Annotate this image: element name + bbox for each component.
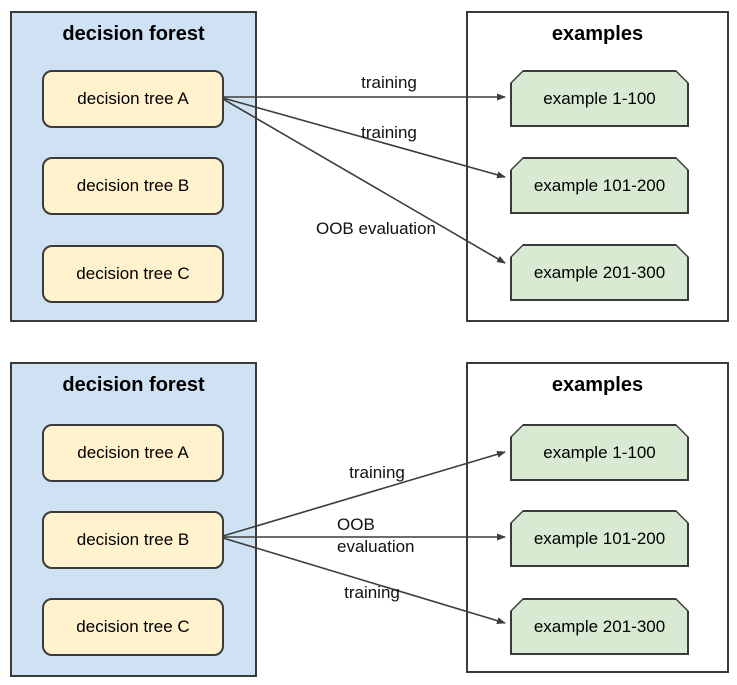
- example-node-1-100-top-label: example 1-100: [543, 88, 656, 108]
- tree-node-c-top-label: decision tree C: [76, 264, 190, 283]
- examples-title-top: examples: [551, 23, 644, 45]
- example-node-1-100-bottom: example 1-100: [510, 424, 689, 481]
- arrow-label-training-bottom-2: training: [344, 583, 400, 602]
- tree-node-c-top: decision tree C: [42, 245, 224, 303]
- example-node-101-200-top-label: example 101-200: [533, 175, 666, 195]
- examples-panel-bottom: examples example 1-100 example 101-200 e…: [466, 362, 729, 673]
- forest-title-top: decision forest: [62, 23, 205, 45]
- example-node-201-300-bottom: example 201-300: [510, 598, 689, 655]
- arrow-label-training-bottom-1: training: [349, 463, 405, 482]
- example-node-1-100-top: example 1-100: [510, 70, 689, 127]
- example-node-201-300-bottom-label: example 201-300: [533, 616, 666, 636]
- forest-panel-top: decision forest decision tree A decision…: [10, 11, 257, 322]
- forest-panel-bottom: decision forest decision tree A decision…: [10, 362, 257, 677]
- tree-node-b-top: decision tree B: [42, 157, 224, 215]
- tree-node-a-bottom: decision tree A: [42, 424, 224, 482]
- tree-node-c-bottom-label: decision tree C: [76, 617, 190, 636]
- examples-panel-top: examples example 1-100 example 101-200 e…: [466, 11, 729, 322]
- tree-node-b-bottom-label: decision tree B: [76, 530, 190, 549]
- tree-node-b-top-label: decision tree B: [76, 176, 190, 195]
- tree-node-a-bottom-label: decision tree A: [77, 443, 189, 462]
- example-node-101-200-bottom-label: example 101-200: [533, 528, 666, 548]
- forest-title-bottom: decision forest: [62, 374, 205, 396]
- arrow-label-training-top-2: training: [361, 123, 417, 142]
- examples-title-bottom: examples: [551, 374, 644, 396]
- tree-node-a-top: decision tree A: [42, 70, 224, 128]
- arrow-label-training-top-1: training: [361, 73, 417, 92]
- example-node-101-200-top: example 101-200: [510, 157, 689, 214]
- example-node-201-300-top-label: example 201-300: [533, 262, 666, 282]
- example-node-101-200-bottom: example 101-200: [510, 510, 689, 567]
- tree-node-c-bottom: decision tree C: [42, 598, 224, 656]
- arrow-label-oob-evaluation-top: OOB evaluation: [315, 219, 436, 238]
- example-node-1-100-bottom-label: example 1-100: [543, 442, 656, 462]
- tree-node-a-top-label: decision tree A: [77, 89, 189, 108]
- example-node-201-300-top: example 201-300: [510, 244, 689, 301]
- tree-node-b-bottom: decision tree B: [42, 511, 224, 569]
- arrow-label-oob-evaluation-bottom: OOB evaluation: [337, 515, 415, 556]
